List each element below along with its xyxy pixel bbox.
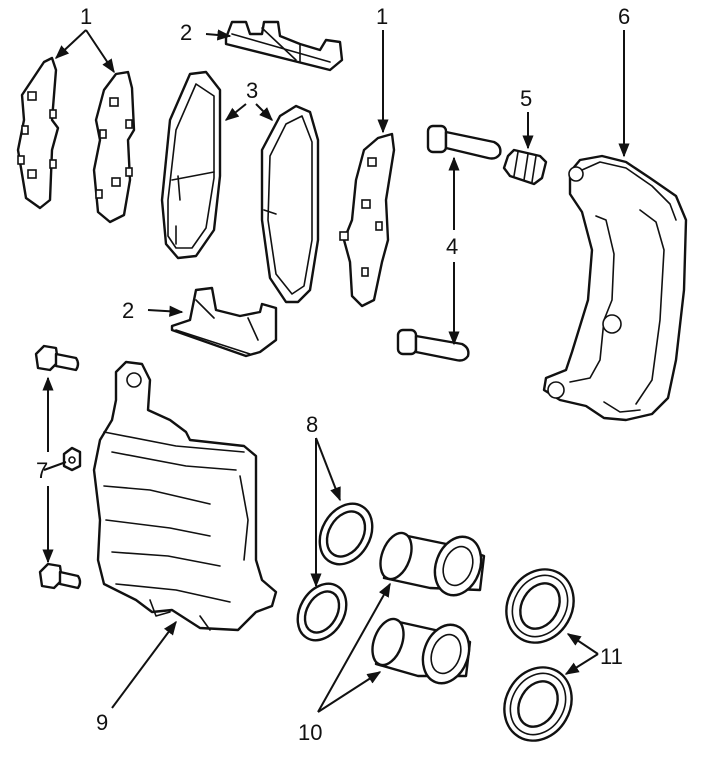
callout-8: 8 <box>306 412 318 437</box>
caliper-housing <box>92 360 278 632</box>
pad-retaining-clip-upper <box>224 20 344 72</box>
anti-squeal-shim-left-inner <box>92 70 136 224</box>
anti-squeal-shim-left-outer <box>16 56 60 210</box>
piston-seal-upper <box>318 502 374 566</box>
callout-5: 5 <box>520 86 532 111</box>
callout-10: 10 <box>298 720 322 745</box>
piston-seal-lower <box>296 582 348 642</box>
callout-6: 6 <box>618 4 630 29</box>
pad-retaining-clip-lower <box>170 286 278 358</box>
callout-2a: 2 <box>180 20 192 45</box>
piston-lower <box>371 617 472 685</box>
leader-lines <box>42 29 630 713</box>
caliper-mounting-bracket <box>542 154 688 422</box>
caliper-bolt-lower <box>38 562 82 590</box>
callout-11: 11 <box>600 644 623 669</box>
callout-4: 4 <box>446 234 458 259</box>
callout-1a: 1 <box>80 4 92 29</box>
callout-2b: 2 <box>122 298 134 323</box>
guide-pin-boot <box>502 148 548 186</box>
brake-pad-right <box>260 104 320 304</box>
callout-labels: 1 1 2 2 3 4 5 6 7 8 9 10 11 <box>36 4 630 745</box>
callout-7: 7 <box>36 458 48 483</box>
bleeder-screw <box>62 446 82 472</box>
guide-pin-lower <box>396 328 470 362</box>
callout-9: 9 <box>96 710 108 735</box>
brake-pad-left <box>160 70 222 260</box>
dust-seal-lower <box>503 666 573 742</box>
caliper-bolt-upper <box>34 344 80 372</box>
callout-3: 3 <box>246 78 258 103</box>
piston-upper <box>379 531 486 597</box>
anti-squeal-shim-right <box>339 132 396 308</box>
callout-1b: 1 <box>376 4 388 29</box>
dust-seal-upper <box>505 568 575 644</box>
guide-pin-upper <box>426 124 502 160</box>
